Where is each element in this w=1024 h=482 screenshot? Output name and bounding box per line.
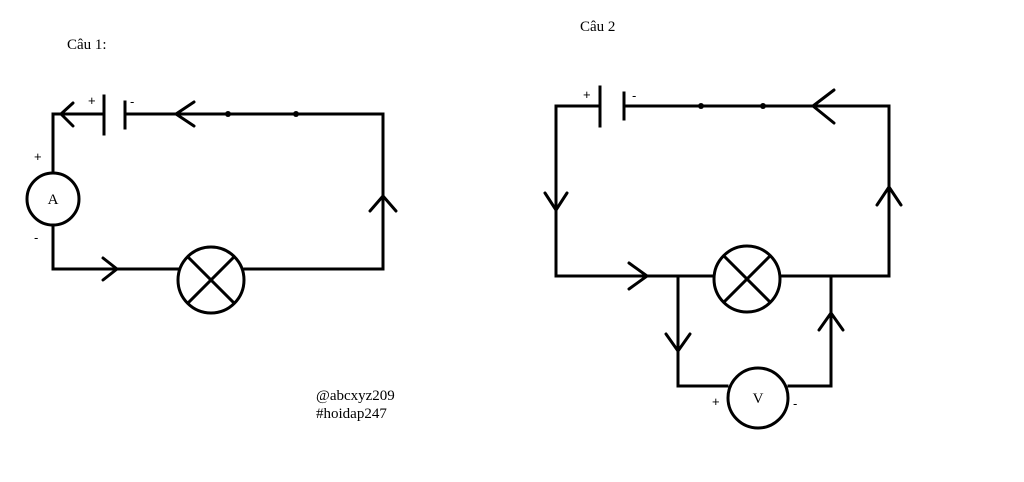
circuit-2-title: Câu 2	[580, 19, 615, 35]
wire-battery-to-ammeter	[51, 112, 104, 174]
voltmeter	[726, 366, 790, 430]
watermark-line-2: #hoidap247	[316, 406, 387, 422]
battery-2-minus-sign: -	[632, 88, 636, 103]
arrow-down-icon	[543, 191, 569, 212]
arrow-right-icon	[627, 261, 649, 291]
wire-lamp-to-switch	[761, 104, 891, 278]
lamp-1	[176, 245, 246, 315]
circuit-1-title: Câu 1:	[67, 37, 107, 53]
wire-lamp-to-switch	[243, 112, 385, 271]
wire-voltmeter-right	[787, 274, 833, 388]
switch-1-contact-left	[225, 111, 231, 117]
wire-ammeter-to-lamp	[51, 224, 180, 271]
switch-2-contact-left	[698, 103, 704, 109]
battery-1-minus-sign: -	[130, 94, 134, 109]
switch-1-contact-right	[293, 111, 299, 117]
arrow-left-icon	[174, 100, 196, 128]
switch-2-contact-right	[760, 103, 766, 109]
voltmeter-plus-sign: +	[712, 394, 720, 409]
arrow-left-icon	[59, 101, 75, 128]
arrow-right-icon	[101, 256, 119, 282]
circuit-1: Câu 1: + - A + -	[25, 37, 398, 315]
ammeter-plus-sign: +	[34, 149, 42, 164]
ammeter-letter: A	[48, 192, 59, 208]
lamp-2	[712, 244, 782, 314]
arrow-up-icon	[817, 311, 845, 332]
battery-2-plus-sign: +	[583, 87, 591, 102]
voltmeter-minus-sign: -	[793, 396, 797, 411]
arrow-up-icon	[875, 185, 903, 207]
watermark-line-1: @abcxyz209	[316, 388, 395, 404]
arrow-down-icon	[664, 332, 692, 353]
circuit-2: Câu 2 + - V + -	[543, 19, 903, 430]
voltmeter-letter: V	[753, 391, 764, 407]
wire-battery-to-lamp	[554, 104, 716, 278]
arrow-up-icon	[368, 194, 398, 213]
battery-1-plus-sign: +	[88, 93, 96, 108]
ammeter	[25, 171, 81, 227]
ammeter-minus-sign: -	[34, 230, 38, 245]
wire-voltmeter-left	[676, 274, 729, 388]
arrow-left-icon	[811, 88, 836, 125]
